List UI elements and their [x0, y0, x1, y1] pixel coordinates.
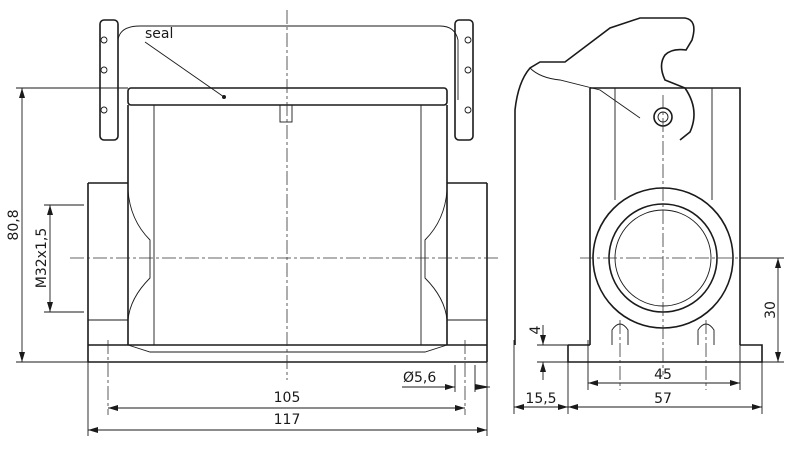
base-thickness-dimension: 4: [528, 325, 544, 334]
width-inner-dimension: 105: [274, 390, 301, 406]
offset-dimension: 15,5: [525, 391, 556, 407]
thread-dimension: M32x1,5: [34, 228, 50, 288]
front-view: seal: [70, 10, 500, 415]
seal-label: seal: [145, 26, 173, 42]
seal-rim: [127, 87, 448, 106]
left-latch: [99, 19, 119, 141]
side-view: [514, 17, 763, 390]
center-height-dimension: 30: [763, 301, 779, 319]
base-width-dimension: 57: [654, 391, 672, 407]
height-dimension: 80,8: [6, 209, 22, 240]
hole-diameter-dimension: Ø5,6: [403, 370, 436, 386]
right-latch: [454, 19, 474, 141]
width-outer-dimension: 117: [274, 412, 301, 428]
hole-spacing-dimension: 45: [654, 367, 672, 383]
front-dimensions: 80,8 M32x1,5 105 117 Ø5,6: [6, 87, 490, 436]
lid-frame: [117, 25, 459, 100]
side-dimensions: 30 4 45 57 15,5: [513, 257, 784, 414]
